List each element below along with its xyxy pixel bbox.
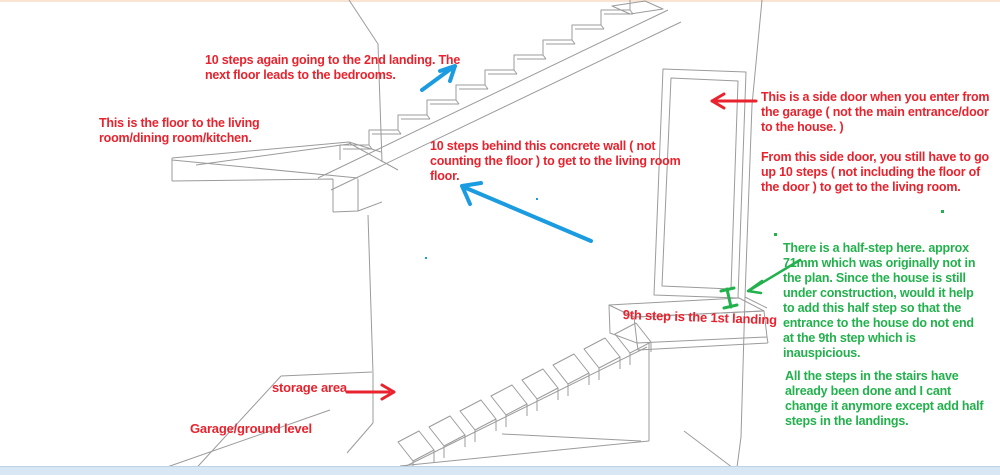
red-arrow-side-door <box>710 92 758 110</box>
red-arrow-storage-area <box>345 383 396 401</box>
concrete-wall-note: 10 steps behind this concrete wall ( not… <box>430 139 681 183</box>
concrete-wall-edge <box>346 214 374 454</box>
garage-level-label: Garage/ground level <box>190 421 312 436</box>
blue-paint-dot <box>425 257 427 259</box>
lower-staircase <box>389 322 652 475</box>
living-room-floor-slab <box>171 141 399 213</box>
bottom-window-band <box>0 466 1000 475</box>
garage-floor-lines <box>149 371 642 475</box>
side-door-note-2: From this side door, you still have to g… <box>761 150 989 194</box>
green-paint-dot <box>941 210 944 213</box>
storage-area-label: storage area <box>272 380 347 395</box>
living-floor-note: This is the floor to the living room/din… <box>99 116 260 145</box>
green-arrow-half-step <box>746 258 802 295</box>
blue-arrow-concrete-wall <box>460 181 593 243</box>
right-wall-corner <box>683 0 768 475</box>
green-paint-dot <box>774 233 777 236</box>
blue-arrow-upper-flight <box>420 64 457 92</box>
upper-stairs-note: 10 steps again going to the 2nd landing.… <box>205 53 461 82</box>
steps-done-note: All the steps in the stairs have already… <box>785 369 984 428</box>
half-step-mark <box>719 286 739 310</box>
first-landing <box>399 297 769 467</box>
upper-staircase <box>317 0 682 191</box>
image-top-edge <box>0 0 1000 2</box>
half-step-note: There is a half-step here. approx 71mm w… <box>783 241 976 360</box>
side-door-note-1: This is a side door when you enter from … <box>761 90 990 134</box>
blue-paint-dot <box>536 198 538 200</box>
